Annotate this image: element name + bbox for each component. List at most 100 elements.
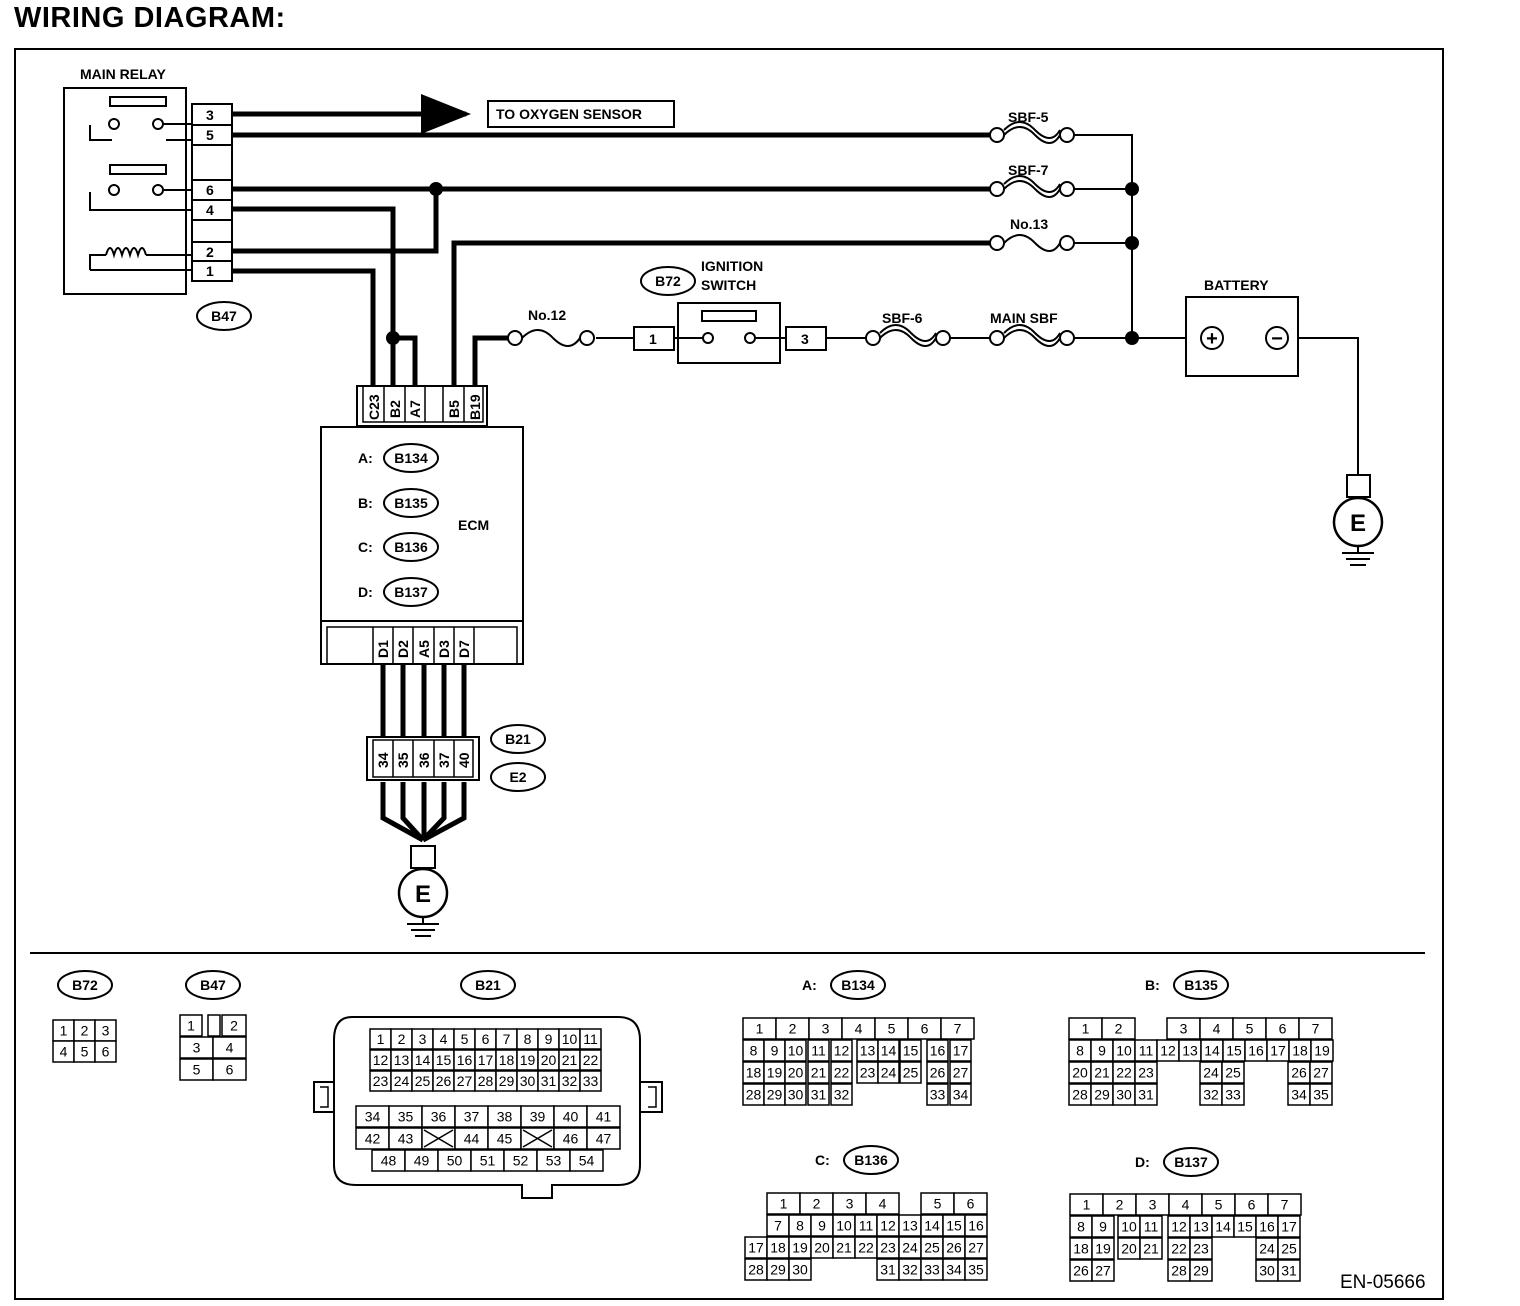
b135-pin-r3c6: 34 xyxy=(1287,1083,1311,1106)
b47-pin-r2c1-label: 6 xyxy=(226,1062,234,1078)
b134-pin-r2c9: 27 xyxy=(949,1061,972,1084)
b134-pin-r1c9-label: 17 xyxy=(953,1043,969,1059)
b21-pin-r4c7: 47 xyxy=(586,1127,621,1150)
b136-pin-r1c6: 13 xyxy=(898,1214,922,1237)
b135-pin-r1c8: 16 xyxy=(1244,1039,1268,1062)
b136-pin-r2c9-label: 26 xyxy=(946,1240,962,1256)
b137-pin-r2c5: 23 xyxy=(1189,1237,1213,1260)
main-relay-label: MAIN RELAY xyxy=(80,66,166,82)
b21-pin-40: 40 xyxy=(456,752,472,768)
b135-pin-r3c6-label: 34 xyxy=(1291,1087,1307,1103)
b137-pin-r0c3: 4 xyxy=(1168,1193,1203,1216)
b135-pin-r0c1: 2 xyxy=(1101,1017,1136,1040)
b136-pin-r0c4: 5 xyxy=(920,1192,955,1215)
b21-pin-r5c2-label: 50 xyxy=(447,1153,463,1169)
battery-label: BATTERY xyxy=(1204,277,1269,293)
b21-pin-r0c1: 2 xyxy=(390,1028,413,1050)
b21-pin-r3c0: 34 xyxy=(355,1105,390,1128)
b135-pin-r3c0: 28 xyxy=(1068,1083,1092,1106)
b137-pin-r2c2-label: 20 xyxy=(1121,1241,1137,1257)
b134-pin-r2c0-label: 18 xyxy=(746,1065,762,1081)
b137-pin-r3c1: 27 xyxy=(1091,1259,1115,1282)
b136-pin-r1c8: 15 xyxy=(942,1214,966,1237)
ecm-pin-d3: D3 xyxy=(436,640,452,658)
b136-pin-r2c6: 23 xyxy=(876,1236,900,1259)
b137-pin-r1c4: 12 xyxy=(1167,1215,1191,1238)
b136-pin-r0c3-label: 4 xyxy=(879,1196,887,1212)
b136-pin-r2c3-label: 20 xyxy=(814,1240,830,1256)
b21-pin-r3c3-label: 37 xyxy=(464,1109,480,1125)
b137-pin-r0c3-label: 4 xyxy=(1182,1197,1190,1213)
b135-pin-r1c9-label: 17 xyxy=(1270,1043,1286,1059)
b21-pin-r5c1-label: 49 xyxy=(414,1153,430,1169)
b136-pin-r2c5-label: 22 xyxy=(858,1240,874,1256)
b137-pin-r1c4-label: 12 xyxy=(1171,1219,1187,1235)
fuse-sbf6-label: SBF-6 xyxy=(882,310,923,326)
b134-pin-r1c0-label: 8 xyxy=(750,1043,758,1059)
b21-pin-r2c1-label: 24 xyxy=(394,1073,410,1089)
legend-d-prefix: D: xyxy=(1135,1154,1150,1170)
b136-pin-r1c1-label: 8 xyxy=(796,1218,804,1234)
b136-pin-r2c2-label: 19 xyxy=(792,1240,808,1256)
b21-pin-r1c1-label: 13 xyxy=(394,1052,410,1068)
b134-pin-r1c1-label: 9 xyxy=(771,1043,779,1059)
b134-pin-r0c0: 1 xyxy=(742,1017,777,1040)
b136-pin-r3c1-label: 29 xyxy=(770,1262,786,1278)
ecm-d-prefix: D: xyxy=(358,584,373,600)
b21-pin-r1c4-label: 16 xyxy=(457,1052,473,1068)
b137-pin-r2c3-label: 21 xyxy=(1143,1241,1159,1257)
b134-pin-r1c4: 12 xyxy=(830,1039,853,1062)
b136-pin-r2c6-label: 23 xyxy=(880,1240,896,1256)
b21-pin-r2c3: 26 xyxy=(432,1070,455,1092)
b21-pin-r2c9: 32 xyxy=(558,1070,581,1092)
b136-pin-r2c8: 25 xyxy=(920,1236,944,1259)
b21-pin-r2c9-label: 32 xyxy=(562,1073,578,1089)
b137-pin-r0c4-label: 5 xyxy=(1215,1197,1223,1213)
b21-pin-r0c0: 1 xyxy=(369,1028,392,1050)
relay-pin-4: 4 xyxy=(206,202,214,218)
b134-pin-r0c0-label: 1 xyxy=(756,1021,764,1037)
b136-pin-r1c4-label: 11 xyxy=(859,1218,874,1234)
b136-pin-r2c0: 17 xyxy=(744,1236,768,1259)
b135-pin-r1c2: 10 xyxy=(1112,1039,1136,1062)
b47-pin-r0c0: 1 xyxy=(179,1014,203,1037)
b134-pin-r2c9-label: 27 xyxy=(953,1065,969,1081)
b21-pin-r5c4-label: 52 xyxy=(513,1153,529,1169)
b137-pin-r1c2: 10 xyxy=(1117,1215,1141,1238)
to-oxygen-sensor: TO OXYGEN SENSOR xyxy=(487,100,675,128)
b135-pin-r0c4-label: 5 xyxy=(1246,1021,1254,1037)
b136-pin-r1c9: 16 xyxy=(964,1214,988,1237)
b21-pin-r1c7: 19 xyxy=(516,1049,539,1071)
b21-pin-r1c1: 13 xyxy=(390,1049,413,1071)
b137-pin-r3c1-label: 27 xyxy=(1095,1263,1111,1279)
b135-pin-r2c3-label: 23 xyxy=(1138,1065,1154,1081)
b21-pin-36: 36 xyxy=(416,752,432,768)
b21-pin-r1c7-label: 19 xyxy=(520,1052,536,1068)
b21-pin-r2c4: 27 xyxy=(453,1070,476,1092)
b137-pin-r2c7: 25 xyxy=(1277,1237,1301,1260)
b136-pin-r3c1: 29 xyxy=(766,1258,790,1281)
ignition-pin-1: 1 xyxy=(649,331,657,347)
b134-pin-r3c3: 31 xyxy=(807,1083,830,1106)
b136-pin-r2c7-label: 24 xyxy=(902,1240,918,1256)
b135-pin-r2c6: 26 xyxy=(1287,1061,1311,1084)
b137-pin-r2c5-label: 23 xyxy=(1193,1241,1209,1257)
main-relay: MAIN RELAY 3 5 6 4 2 1 B47 xyxy=(63,66,252,331)
b136-pin-r3c4-label: 32 xyxy=(902,1262,918,1278)
b47-pin-r0c0-label: 1 xyxy=(187,1018,195,1034)
b135-pin-r2c5-label: 25 xyxy=(1225,1065,1241,1081)
ecm-c-prefix: C: xyxy=(358,539,373,555)
b21-pin-r2c6-label: 29 xyxy=(499,1073,515,1089)
b21-pin-r2c10-label: 33 xyxy=(583,1073,599,1089)
b21-pin-r2c1: 24 xyxy=(390,1070,413,1092)
b137-pin-r1c1: 9 xyxy=(1091,1215,1115,1238)
b136-pin-r3c3-label: 31 xyxy=(880,1262,896,1278)
b134-pin-r1c7-label: 15 xyxy=(903,1043,919,1059)
b47-pin-r0c2: 2 xyxy=(221,1014,247,1037)
b72-pin-r0c2: 3 xyxy=(94,1019,117,1042)
b136-pin-r2c10: 27 xyxy=(964,1236,988,1259)
b134-pin-r2c4: 22 xyxy=(830,1061,853,1084)
b47-pin-r1c1: 4 xyxy=(212,1036,247,1059)
b136-pin-r1c8-label: 15 xyxy=(946,1218,962,1234)
b136-pin-r1c5: 12 xyxy=(876,1214,900,1237)
